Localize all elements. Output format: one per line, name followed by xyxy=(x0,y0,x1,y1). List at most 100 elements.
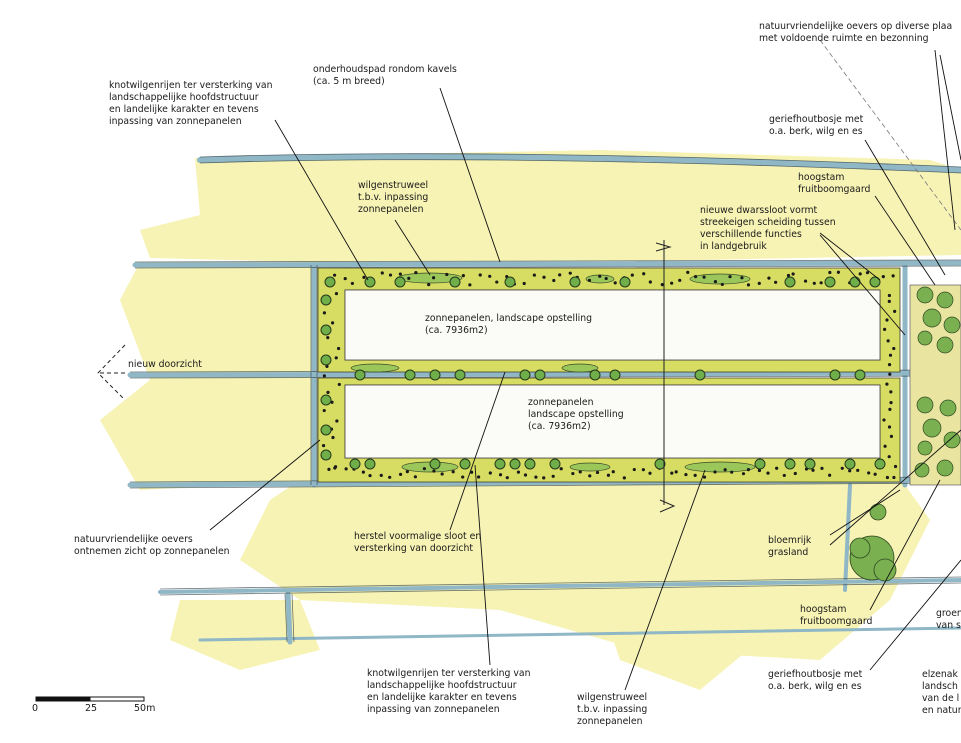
willow-tree xyxy=(354,369,366,381)
scale-bar xyxy=(35,696,145,702)
path-dot xyxy=(746,283,751,287)
path-dot xyxy=(630,273,634,277)
path-dot xyxy=(648,471,652,475)
path-dot xyxy=(333,465,338,469)
willow-tree xyxy=(854,369,866,381)
path-dot xyxy=(889,390,893,394)
path-dot xyxy=(740,276,744,280)
path-dot xyxy=(468,283,472,287)
path-dot xyxy=(595,470,600,475)
path-dot xyxy=(766,471,770,475)
path-dot xyxy=(427,283,431,287)
path-dot xyxy=(551,474,555,478)
path-dot xyxy=(867,471,871,475)
willow-tree xyxy=(589,369,601,381)
path-dot xyxy=(887,299,891,303)
willow-tree xyxy=(459,458,471,470)
label-groen-cut: groen van s xyxy=(936,608,961,631)
label-knotwilg-top: knotwilgenrijen ter versterking van land… xyxy=(109,80,273,127)
orchard-right xyxy=(909,284,961,486)
path-dot xyxy=(344,467,348,471)
path-dot xyxy=(670,471,674,475)
path-dot xyxy=(542,476,546,480)
water-ditches xyxy=(127,153,961,645)
path-dot xyxy=(588,474,592,478)
path-dot xyxy=(887,293,891,298)
path-dot xyxy=(330,321,335,325)
willow-strips xyxy=(350,272,756,473)
path-dot xyxy=(786,273,791,278)
path-dot xyxy=(587,278,592,283)
path-dot xyxy=(893,309,897,313)
willow-tree xyxy=(534,369,546,381)
path-dot xyxy=(694,275,698,279)
path-dot xyxy=(327,467,331,471)
path-dot xyxy=(840,466,844,470)
path-dot xyxy=(883,327,887,332)
path-dot xyxy=(388,475,392,479)
path-dot xyxy=(414,271,418,275)
willow-tree xyxy=(320,294,332,306)
path-dot xyxy=(856,468,860,472)
path-dot xyxy=(858,272,862,276)
willow-tree xyxy=(364,276,376,288)
path-dot xyxy=(343,276,347,281)
path-dot xyxy=(873,472,877,476)
willow-tree xyxy=(694,369,706,381)
willow-tree xyxy=(519,369,531,381)
willow-tree xyxy=(394,276,406,288)
label-hoogstam-bottom: hoogstam fruitboomgaard xyxy=(800,604,873,627)
path-dot xyxy=(542,275,546,279)
path-dot xyxy=(883,444,887,448)
path-dot xyxy=(379,473,383,477)
path-dot xyxy=(322,311,327,315)
path-dot xyxy=(641,468,645,472)
path-dot xyxy=(887,425,892,429)
willow-tree xyxy=(504,276,516,288)
sight-line xyxy=(97,240,676,513)
path-dot xyxy=(886,339,890,343)
path-dot xyxy=(660,282,664,287)
path-dot xyxy=(445,272,449,277)
willow-tree xyxy=(869,276,881,288)
label-hoogstam-top: hoogstam fruitboomgaard xyxy=(798,172,871,195)
path-dot xyxy=(571,471,575,476)
label-nieuw-doorzicht: nieuw doorzicht xyxy=(128,359,202,370)
willow-tree xyxy=(509,458,521,470)
path-dot xyxy=(362,275,366,279)
path-dot xyxy=(684,472,688,477)
willow-tree xyxy=(609,369,621,381)
path-dot xyxy=(888,407,892,411)
path-dot xyxy=(440,472,444,476)
path-dot xyxy=(642,272,646,276)
willow-tree xyxy=(320,394,332,406)
path-dot xyxy=(388,273,393,277)
path-dot xyxy=(559,467,563,471)
path-dot xyxy=(865,271,870,275)
willow-tree xyxy=(784,458,796,470)
path-dot xyxy=(488,274,492,278)
path-dot xyxy=(741,472,746,476)
label-natuur-oevers-top: natuurvriendelijke oevers op diverse pla… xyxy=(759,21,953,44)
willow-tree xyxy=(494,458,506,470)
path-dot xyxy=(885,382,889,386)
path-dot xyxy=(791,272,795,276)
willow-tree xyxy=(844,458,856,470)
path-dot xyxy=(505,476,509,480)
label-knotwilg-bottom: knotwilgenrijen ter versterking van land… xyxy=(367,668,531,715)
path-dot xyxy=(413,475,417,479)
path-dot xyxy=(693,473,697,477)
willow-tree xyxy=(320,449,332,461)
path-dot xyxy=(534,475,538,479)
path-dot xyxy=(757,468,762,473)
path-dot xyxy=(702,475,707,479)
willow-tree xyxy=(324,276,336,288)
willow-tree xyxy=(364,458,376,470)
path-dot xyxy=(334,292,339,296)
path-dot xyxy=(746,468,751,472)
pollard-willows xyxy=(320,276,886,470)
leader-lines xyxy=(209,49,961,691)
path-dot xyxy=(828,270,832,275)
path-dot xyxy=(848,469,852,473)
